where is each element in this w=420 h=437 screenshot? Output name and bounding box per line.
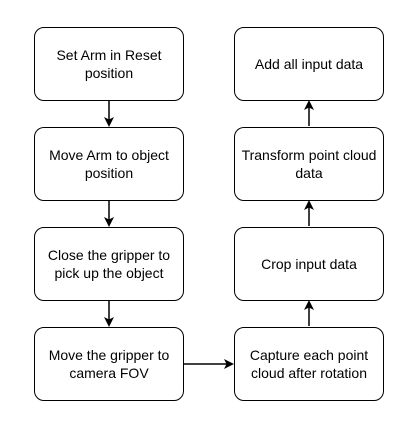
node-move-gripper-fov: Move the gripper to camera FOV <box>34 327 184 401</box>
node-label: Set Arm in Reset position <box>56 46 162 81</box>
node-close-gripper: Close the gripper to pick up the object <box>34 227 184 301</box>
node-crop-input: Crop input data <box>234 227 384 301</box>
node-label: Transform point cloud data <box>241 146 377 181</box>
node-move-arm-object: Move Arm to object position <box>34 127 184 201</box>
node-label: Close the gripper to pick up the object <box>47 246 171 281</box>
node-capture-point-cloud: Capture each point cloud after rotation <box>234 327 384 401</box>
node-label: Capture each point cloud after rotation <box>249 346 369 381</box>
node-label: Move Arm to object position <box>49 146 169 181</box>
node-label: Move the gripper to camera FOV <box>48 346 170 381</box>
node-transform-point-cloud: Transform point cloud data <box>234 127 384 201</box>
node-add-input: Add all input data <box>234 27 384 101</box>
node-label: Crop input data <box>261 255 357 272</box>
node-label: Add all input data <box>254 55 364 72</box>
node-set-arm-reset: Set Arm in Reset position <box>34 27 184 101</box>
